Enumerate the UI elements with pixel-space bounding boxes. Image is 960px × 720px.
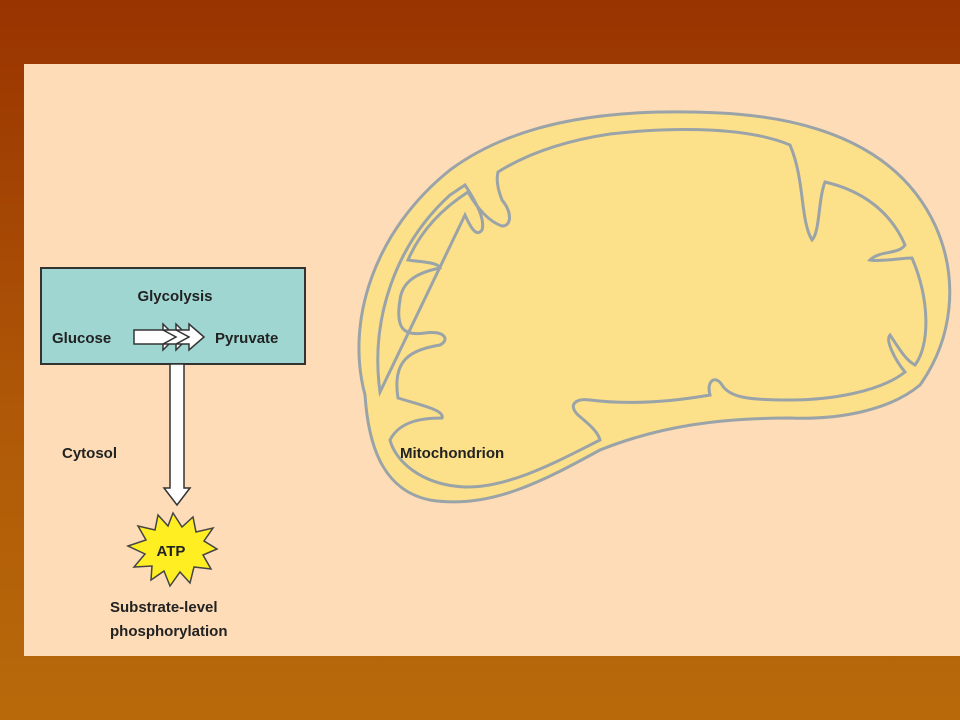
phosphorylation-label: phosphorylation — [110, 623, 228, 640]
mitochondrion-label: Mitochondrion — [400, 445, 504, 462]
glycolysis-arrows — [133, 322, 206, 352]
down-arrow — [162, 363, 192, 507]
glycolysis-box — [40, 267, 306, 365]
mitochondrion-inner-membrane — [376, 127, 928, 489]
cytosol-label: Cytosol — [62, 445, 117, 462]
mitochondrion-outer-membrane — [357, 110, 952, 504]
substrate-level-label: Substrate-level — [110, 599, 218, 616]
glucose-label: Glucose — [52, 330, 111, 347]
glycolysis-title: Glycolysis — [137, 288, 212, 305]
atp-burst — [125, 511, 219, 588]
pyruvate-label: Pyruvate — [215, 330, 278, 347]
atp-label: ATP — [157, 543, 186, 560]
